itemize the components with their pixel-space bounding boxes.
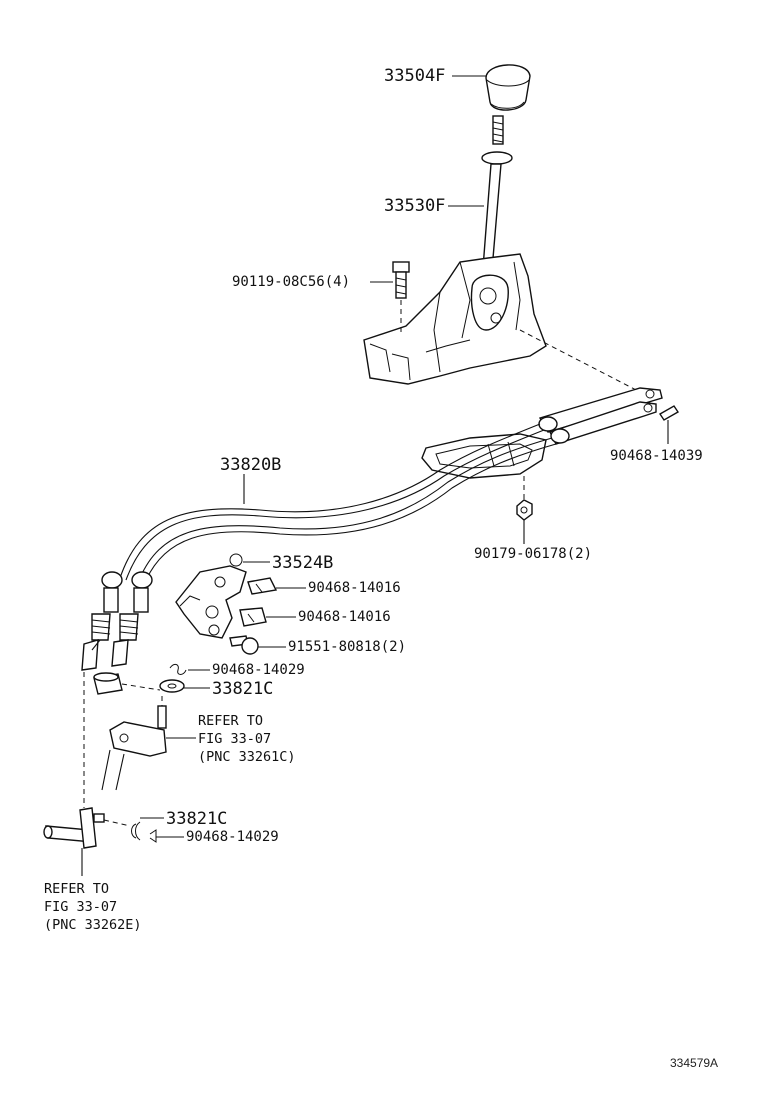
- label-clip-3: 90468-14029: [212, 662, 305, 678]
- lever-arm-upper-drawing: [101, 696, 196, 791]
- note-lower-line3: (PNC 33262E): [44, 917, 142, 933]
- label-clip-right: 90468-14039: [610, 448, 703, 464]
- cable-rear-ends-drawing: [81, 571, 153, 671]
- cable-bracket-plate-drawing: [421, 433, 547, 479]
- note-lower-line1: REFER TO: [44, 881, 110, 897]
- clip-1-drawing: [247, 577, 306, 595]
- note-upper-line3: (PNC 33261C): [198, 749, 296, 765]
- clip-right-drawing: [659, 405, 679, 444]
- shift-housing-drawing: [363, 253, 547, 385]
- label-knob: 33504F: [384, 66, 446, 86]
- screw-drawing: [229, 635, 286, 655]
- label-clip-1: 90468-14016: [308, 580, 401, 596]
- label-clip-2: 90468-14016: [298, 609, 391, 625]
- washer-upper-drawing: [159, 679, 210, 693]
- clip-2-drawing: [239, 607, 296, 627]
- shift-knob-drawing: [452, 64, 531, 111]
- label-nut: 90179-06178(2): [474, 546, 593, 562]
- label-bolt: 90119-08C56(4): [232, 274, 351, 290]
- shift-lever-drawing: [448, 115, 513, 271]
- nut-drawing: [516, 476, 533, 544]
- clip-4-drawing: [149, 829, 184, 843]
- note-lower-line2: FIG 33-07: [44, 899, 118, 915]
- label-washer-lower: 33821C: [166, 809, 228, 829]
- bracket-drawing: [175, 553, 270, 639]
- note-upper-line1: REFER TO: [198, 713, 264, 729]
- housing-link-dashed: [519, 329, 641, 393]
- bolt-drawing: [370, 261, 410, 334]
- bushing-drawing: [93, 672, 161, 695]
- label-screw: 91551-80818(2): [288, 639, 407, 655]
- label-bracket: 33524B: [272, 553, 334, 573]
- figure-number: 334579A: [670, 1056, 719, 1070]
- note-upper: REFER TO FIG 33-07 (PNC 33261C): [198, 712, 296, 766]
- label-cable: 33820B: [220, 455, 282, 475]
- washer-lower-drawing: [131, 817, 164, 841]
- note-upper-line2: FIG 33-07: [198, 731, 272, 747]
- shift-cables-drawing: [119, 423, 557, 581]
- label-clip-4: 90468-14029: [186, 829, 279, 845]
- label-washer-upper: 33821C: [212, 679, 274, 699]
- lever-arm-lower-drawing: [43, 807, 131, 876]
- cable-front-ends-drawing: [538, 387, 663, 445]
- note-lower: REFER TO FIG 33-07 (PNC 33262E): [44, 880, 142, 934]
- label-lever: 33530F: [384, 196, 446, 216]
- clip-3-drawing: [169, 663, 210, 675]
